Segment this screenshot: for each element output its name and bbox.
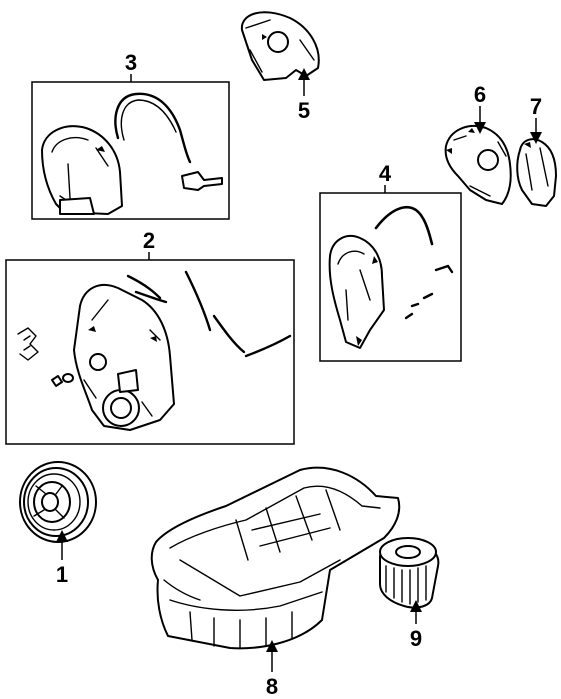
callout-3: 3	[125, 50, 137, 75]
timing-chain-case-part-2	[73, 283, 175, 431]
timing-cover-part-3	[41, 125, 123, 215]
callout-6: 6	[474, 82, 486, 107]
timing-cover-part-4	[328, 235, 385, 349]
cover-plate-part-6	[444, 125, 512, 205]
upper-timing-cover-part-5	[240, 11, 320, 81]
callout-1: 1	[56, 562, 68, 587]
oil-pan-part-8	[150, 466, 401, 650]
leader-lines	[56, 68, 542, 672]
group-box-4	[319, 192, 462, 362]
callout-8: 8	[266, 674, 278, 699]
callout-9: 9	[410, 626, 422, 651]
callout-5: 5	[298, 98, 310, 123]
crankshaft-pulley-part-1	[19, 461, 97, 543]
gasket-set-part-2	[17, 270, 292, 387]
cover-part-7	[516, 138, 557, 207]
group-box-2	[5, 259, 295, 445]
oil-filter-part-9	[379, 537, 440, 609]
callout-2: 2	[143, 228, 155, 253]
callout-7: 7	[530, 94, 542, 119]
gasket-set-part-4	[374, 205, 454, 320]
gasket-loop-part-3	[114, 92, 192, 164]
callout-4: 4	[379, 161, 392, 186]
bracket-part-3	[181, 171, 223, 191]
